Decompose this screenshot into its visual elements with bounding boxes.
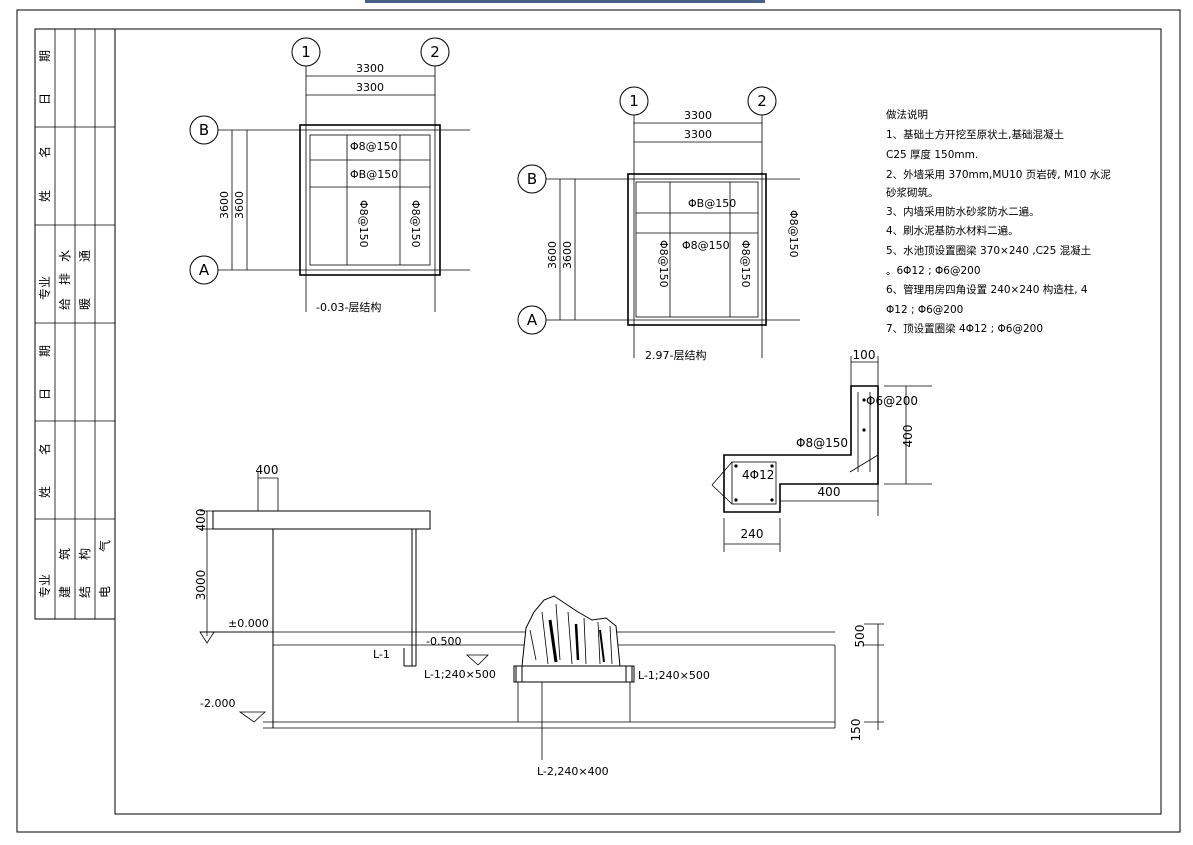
title-block: 日 期 姓 名 日 期 姓 名 专业 给 排 水 通 暖 专业 建 筑 结 构 … bbox=[34, 28, 116, 620]
level-label: -2.000 bbox=[200, 697, 235, 710]
tb-date-a-1: 日 bbox=[38, 93, 52, 105]
axis-label: 1 bbox=[629, 92, 639, 110]
section-view: 400 400 3000 ±0.000 -0.500 -2.000 L-1 L-… bbox=[194, 463, 884, 778]
tb-date-b-2: 期 bbox=[38, 345, 52, 357]
note-line: 4、刷水泥基防水材料二遍。 bbox=[886, 224, 1019, 237]
dim-side-outer: 3600 bbox=[546, 241, 559, 269]
note-line: 砂浆砌筑。 bbox=[886, 186, 939, 199]
detail-main-bars: 4Φ12 bbox=[742, 468, 774, 482]
section-dim-left: 3000 bbox=[194, 570, 208, 601]
level-label: -0.500 bbox=[426, 635, 461, 648]
note-line: 3、内墙采用防水砂浆防水二遍。 bbox=[886, 205, 1040, 218]
axis-label: B bbox=[527, 170, 537, 188]
detail-stirrup: Φ6@200 bbox=[866, 394, 918, 408]
tb-name-a-1: 姓 bbox=[38, 190, 52, 202]
level-label: ±0.000 bbox=[228, 617, 269, 630]
detail-rebar: Φ8@150 bbox=[796, 436, 848, 450]
inner-border bbox=[114, 28, 1162, 815]
beam-label: L-1 bbox=[373, 648, 390, 661]
tb-g1-c2: 水 bbox=[58, 250, 72, 262]
beam-label: L-1;240×500 bbox=[638, 669, 710, 682]
axis-label: 2 bbox=[757, 92, 767, 110]
rebar-label: Φ8@150 bbox=[409, 200, 422, 248]
plan-2: 1 2 B A 3300 3300 3600 3600 ΦB@150 Φ8@15… bbox=[517, 86, 800, 362]
beam-label: L-2,240×400 bbox=[537, 765, 609, 778]
rebar-label: Φ8@150 bbox=[357, 200, 370, 248]
note-line: 1、基础土方开挖至原状土,基础混凝土 bbox=[886, 128, 1064, 141]
dim-top-inner: 3300 bbox=[356, 81, 384, 94]
tb-g2-c2: 结 bbox=[78, 586, 92, 598]
detail-dim-top: 100 bbox=[853, 348, 876, 362]
tb-name-a-2: 姓 bbox=[38, 486, 52, 498]
axis-label: 1 bbox=[301, 43, 311, 61]
window-strip bbox=[365, 0, 765, 3]
rebar-label: Φ8@150 bbox=[739, 240, 752, 288]
detail-dim-bottom-mid: 400 bbox=[818, 485, 841, 499]
dim-side-inner: 3600 bbox=[233, 191, 246, 219]
tb-name-b-1: 名 bbox=[37, 146, 52, 158]
rebar-label: Φ8@150 bbox=[682, 239, 730, 252]
rebar-label: ΦB@150 bbox=[688, 197, 736, 210]
note-line: Φ12 ; Φ6@200 bbox=[886, 304, 963, 316]
notes-heading: 做法说明 bbox=[886, 108, 928, 121]
rebar-label: Φ8@150 bbox=[350, 140, 398, 153]
dim-side-outer: 3600 bbox=[218, 191, 231, 219]
beam-detail: 100 Φ6@200 Φ8@150 4Φ12 400 400 240 bbox=[711, 348, 932, 552]
detail-dim-right: 400 bbox=[901, 425, 915, 448]
notes: 做法说明 1、基础土方开挖至原状土,基础混凝土 C25 厚度 150mm. 2、… bbox=[886, 108, 1111, 335]
tb-g2-c1: 筑 bbox=[57, 548, 72, 560]
note-line: 7、顶设置圈梁 4Φ12 ; Φ6@200 bbox=[886, 322, 1043, 335]
note-line: 2、外墙采用 370mm,MU10 页岩砖, M10 水泥 bbox=[886, 168, 1111, 181]
tb-g1-c1: 排 bbox=[58, 273, 72, 285]
rebar-label: Φ8@150 bbox=[657, 240, 670, 288]
dim-top-outer: 3300 bbox=[684, 109, 712, 122]
plan-caption: -0.03-层结构 bbox=[316, 300, 381, 314]
tb-discipline-label-1: 专业 bbox=[37, 276, 52, 300]
note-line: 。6Φ12 ; Φ6@200 bbox=[886, 265, 981, 277]
tb-name-b-2: 名 bbox=[37, 443, 52, 455]
plan-caption: 2.97-层结构 bbox=[645, 348, 706, 362]
tb-g2-c0: 建 bbox=[58, 586, 72, 598]
tb-date-b-1: 期 bbox=[38, 50, 52, 62]
tb-date-a-2: 日 bbox=[38, 388, 52, 400]
tb-discipline-label-2: 专业 bbox=[37, 574, 52, 598]
note-line: 6、管理用房四角设置 240×240 构造柱, 4 bbox=[886, 283, 1088, 296]
rebar-label: ΦB@150 bbox=[350, 168, 398, 181]
outer-border bbox=[16, 9, 1181, 833]
tb-g1-c3: 通 bbox=[78, 250, 92, 262]
section-dim-right-2: 150 bbox=[849, 719, 863, 742]
detail-dim-bottom: 240 bbox=[741, 527, 764, 541]
tb-g2-c3: 构 bbox=[77, 548, 92, 560]
dim-top-inner: 3300 bbox=[684, 128, 712, 141]
axis-label: A bbox=[527, 311, 538, 329]
beam-label: L-1;240×500 bbox=[424, 668, 496, 681]
plan-1: 1 2 B A 3300 3300 3600 3600 Φ8@150 ΦB@15… bbox=[189, 37, 470, 314]
tb-g2-c5: 气 bbox=[97, 540, 112, 552]
note-line: C25 厚度 150mm. bbox=[886, 148, 978, 161]
axis-label: B bbox=[199, 121, 209, 139]
rebar-label: Φ8@150 bbox=[787, 210, 800, 258]
rockery-icon bbox=[521, 595, 621, 667]
tb-g1-c0: 给 bbox=[58, 298, 72, 310]
section-dim-top: 400 bbox=[256, 463, 279, 477]
note-line: 5、水池顶设置圈梁 370×240 ,C25 混凝土 bbox=[886, 244, 1091, 257]
section-dim-left-top: 400 bbox=[194, 509, 208, 532]
dim-top-outer: 3300 bbox=[356, 62, 384, 75]
tb-g2-c4: 电 bbox=[98, 586, 112, 598]
section-dim-right-1: 500 bbox=[853, 625, 867, 648]
axis-label: 2 bbox=[430, 43, 440, 61]
dim-side-inner: 3600 bbox=[561, 241, 574, 269]
axis-label: A bbox=[199, 261, 210, 279]
tb-g1-c4: 暖 bbox=[78, 298, 92, 310]
